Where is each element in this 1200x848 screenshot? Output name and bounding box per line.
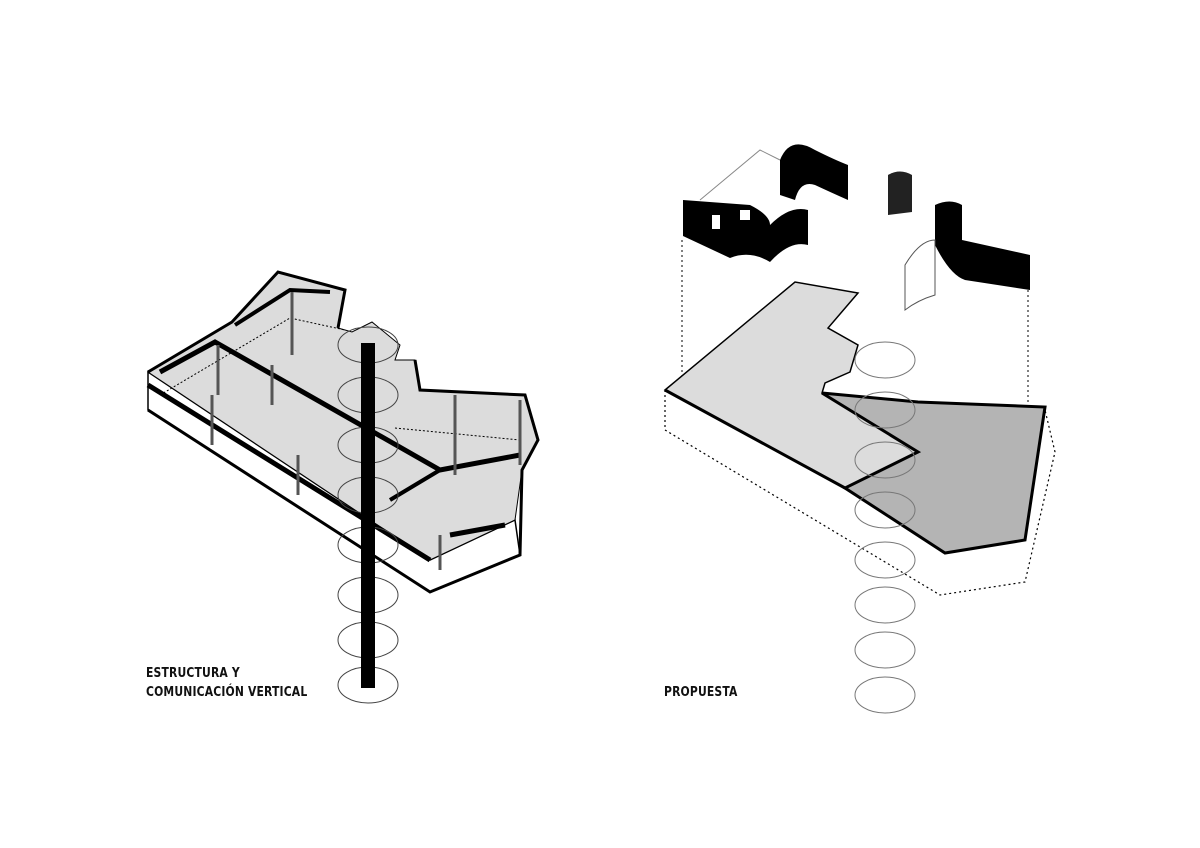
dotted-edge (394, 427, 521, 441)
slab-dark (821, 391, 1047, 555)
beam (233, 287, 331, 327)
slab-light (663, 281, 920, 489)
stair-core-column (361, 343, 375, 688)
spiral-stair-right (854, 341, 916, 714)
dotted-edge (159, 317, 346, 396)
beam (449, 522, 506, 538)
slab-outline-top (147, 270, 347, 374)
label-line: COMUNICACIÓN VERTICAL (146, 684, 308, 700)
structure-diagram (146, 270, 540, 704)
structure-label: ESTRUCTURA Y COMUNICACIÓN VERTICAL (146, 664, 307, 702)
beam (146, 382, 432, 563)
curved-walls (683, 144, 1030, 312)
label-line: PROPUESTA (664, 684, 738, 700)
columns (210, 292, 522, 570)
slab-outline (147, 359, 540, 594)
label-line: ESTRUCTURA Y (146, 665, 240, 681)
proposal-diagram (663, 144, 1056, 714)
beam (158, 339, 521, 473)
proposal-label: PROPUESTA (664, 683, 738, 702)
